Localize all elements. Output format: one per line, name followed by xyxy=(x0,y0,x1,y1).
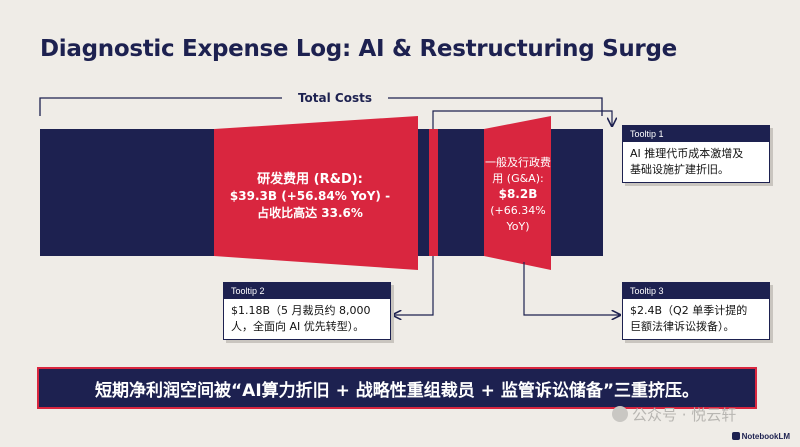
tooltip-3-body: $2.4B（Q2 单季计提的 巨额法律诉讼拨备）。 xyxy=(623,299,769,339)
ga-growth-2: YoY) xyxy=(506,220,530,233)
total-costs-bracket xyxy=(39,97,603,116)
summary-banner-text: 短期净利润空间被“AI算力折旧 + 战略性重组裁员 + 监管诉讼储备”三重挤压。 xyxy=(95,380,699,401)
ga-title-2: 用 (G&A): xyxy=(492,172,543,185)
notebooklm-icon xyxy=(731,432,740,440)
wechat-icon xyxy=(612,406,628,422)
connector-tooltip-3 xyxy=(523,262,620,315)
connector-tooltip-1 xyxy=(432,110,612,129)
brand-badge: NotebookLM xyxy=(731,432,790,441)
restructuring-segment xyxy=(429,129,438,256)
ga-value: $8.2B xyxy=(499,187,538,201)
tooltip-2-line-2: 人，全面向 AI 优先转型）。 xyxy=(231,320,365,333)
rd-segment xyxy=(214,116,418,270)
rd-title: 研发费用 (R&D): xyxy=(257,171,363,187)
tooltip-3-header: Tooltip 3 xyxy=(623,283,769,299)
summary-banner: 短期净利润空间被“AI算力折旧 + 战略性重组裁员 + 监管诉讼储备”三重挤压。 xyxy=(37,367,757,409)
brand-text: NotebookLM xyxy=(741,432,790,441)
rd-share: 占收比高达 33.6% xyxy=(257,205,363,220)
tooltip-1-body: AI 推理代币成本激增及 基础设施扩建折旧。 xyxy=(623,142,769,182)
total-costs-label: Total Costs xyxy=(298,91,372,105)
tooltip-1-header: Tooltip 1 xyxy=(623,126,769,142)
ga-segment xyxy=(484,116,551,270)
tooltip-2: Tooltip 2 $1.18B（5 月裁员约 8,000 人，全面向 AI 优… xyxy=(223,282,391,340)
tooltip-3: Tooltip 3 $2.4B（Q2 单季计提的 巨额法律诉讼拨备）。 xyxy=(622,282,770,340)
tooltip-1-line-1: AI 推理代币成本激增及 xyxy=(630,147,744,160)
tooltip-3-line-1: $2.4B（Q2 单季计提的 xyxy=(630,304,748,317)
tooltip-2-body: $1.18B（5 月裁员约 8,000 人，全面向 AI 优先转型）。 xyxy=(224,299,390,339)
watermark: 公众号 · 悦云轩 xyxy=(612,404,736,425)
tooltip-3-line-2: 巨额法律诉讼拨备）。 xyxy=(630,320,735,333)
ga-title-1: 一般及行政费 xyxy=(485,155,551,169)
watermark-text: 公众号 · 悦云轩 xyxy=(632,406,737,424)
tooltip-2-header: Tooltip 2 xyxy=(224,283,390,299)
rd-value: $39.3B (+56.84% YoY) - xyxy=(230,189,390,203)
tooltip-1-line-2: 基础设施扩建折旧。 xyxy=(630,163,729,176)
ga-growth-1: (+66.34% xyxy=(490,204,545,217)
connector-tooltip-2 xyxy=(393,256,434,315)
page-title: Diagnostic Expense Log: AI & Restructuri… xyxy=(40,36,677,62)
tooltip-2-line-1: $1.18B（5 月裁员约 8,000 xyxy=(231,304,371,317)
tooltip-1: Tooltip 1 AI 推理代币成本激增及 基础设施扩建折旧。 xyxy=(622,125,770,183)
